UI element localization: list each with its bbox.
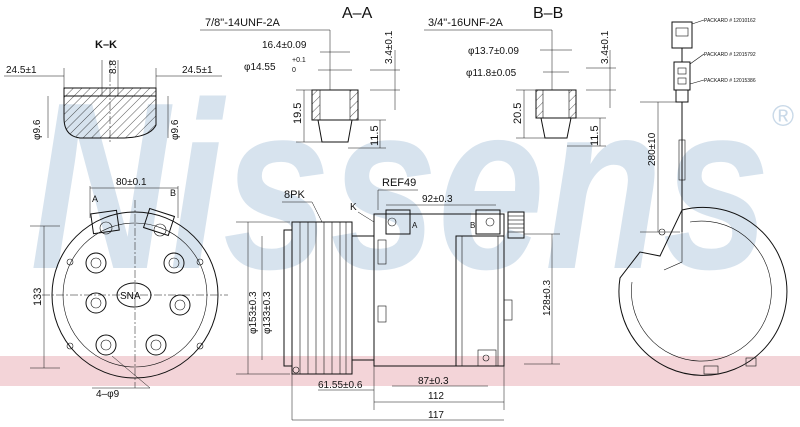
aa-dim-3-4: 3.4±0.1: [384, 30, 395, 64]
front-label-b: B: [170, 188, 176, 198]
front-height-133: 133: [32, 288, 44, 306]
kk-dia-right: φ9.6: [170, 119, 181, 140]
side-dim-112: 112: [428, 391, 444, 402]
bb-dim-11-8: φ11.8±0.05: [466, 68, 517, 79]
front-bolt-3: [85, 292, 107, 314]
section-bb-title: B–B: [533, 5, 563, 22]
connector-label-2: PACKARD # 12015792: [704, 52, 756, 58]
side-label-a: A: [412, 221, 418, 230]
aa-hatch-left: [311, 89, 321, 121]
section-kk-title: K–K: [95, 39, 117, 51]
side-dia-153: φ153±0.3: [248, 291, 259, 334]
side-label-k: K: [350, 202, 357, 213]
watermark-registered-mark: ®: [772, 100, 794, 133]
section-aa-title: A–A: [342, 5, 373, 22]
bb-thread: 3/4"-16UNF-2A: [428, 17, 503, 29]
side-dim-117: 117: [428, 410, 444, 421]
bb-dim-20-5: 20.5: [512, 103, 524, 124]
side-dim-128: 128±0.3: [542, 279, 553, 316]
front-port-a: [90, 209, 120, 235]
side-control-valve: [507, 211, 525, 239]
side-dim-61: 61.55±0.6: [318, 380, 363, 391]
aa-dim-14-tol-minus: 0: [292, 67, 296, 74]
aa-dim-11-5: 11.5: [369, 125, 381, 146]
connector-label-3: PACKARD # 12015386: [704, 78, 756, 84]
aa-dim-14-tol-plus: +0.1: [292, 57, 306, 64]
side-ref: REF49: [382, 177, 416, 189]
bb-dim-13-7: φ13.7±0.09: [468, 46, 519, 57]
rear-housing: [618, 206, 788, 376]
front-bolt-2: [163, 252, 185, 274]
bb-hatch-left: [535, 89, 544, 119]
front-label-a: A: [92, 194, 98, 204]
bb-hatch-right: [568, 89, 577, 119]
section-kk: K–K 24.5±1 8.8 24.5±1 φ9.6 φ9.6: [4, 39, 222, 142]
aa-fitting-body: [317, 119, 353, 143]
section-aa: A–A 7/8"-14UNF-2A 16.4±0.09 φ14.55 +0.1 …: [200, 5, 400, 149]
aa-dim-14: φ14.55: [244, 62, 276, 73]
front-label-sna: SNA: [120, 291, 141, 302]
side-belt-8pk: 8PK: [284, 189, 305, 201]
kk-width-left: 24.5±1: [6, 65, 37, 76]
connector-plug-1: [671, 21, 693, 49]
kk-width-right: 24.5±1: [182, 65, 213, 76]
front-port-b: [142, 207, 176, 237]
cable-length: 280±10: [647, 132, 658, 166]
front-view: 80±0.1 A B SNA 133 4–φ9: [30, 177, 228, 400]
side-view: 8PK REF49 K 92±0.3 A B: [236, 177, 560, 421]
rear-view: [618, 206, 788, 376]
side-dim-92: 92±0.3: [422, 194, 453, 205]
bb-fitting-body: [540, 117, 572, 139]
aa-dim-19-5: 19.5: [292, 103, 304, 124]
aa-hatch-right: [349, 89, 359, 121]
aa-dim-16: 16.4±0.09: [262, 40, 307, 51]
front-width-80: 80±0.1: [116, 177, 147, 188]
aa-thread: 7/8"-14UNF-2A: [205, 17, 280, 29]
kk-width-center: 8.8: [108, 60, 119, 74]
side-dim-87: 87±0.3: [418, 376, 449, 387]
front-bolt-6: [145, 334, 167, 356]
front-bolt-1: [85, 252, 107, 274]
front-bolt-5: [95, 334, 117, 356]
bb-dim-11-5: 11.5: [589, 125, 601, 146]
bb-dim-3-4: 3.4±0.1: [600, 30, 611, 64]
connector-label-1: PACKARD # 12010162: [704, 18, 756, 24]
section-bb: B–B 3/4"-16UNF-2A φ13.7±0.09 φ11.8±0.05 …: [424, 5, 616, 147]
watermark-band: [0, 356, 800, 386]
front-holes: 4–φ9: [96, 389, 120, 400]
side-label-b: B: [470, 221, 475, 230]
side-dia-133: φ133±0.3: [262, 291, 273, 334]
kk-dia-left: φ9.6: [32, 119, 43, 140]
